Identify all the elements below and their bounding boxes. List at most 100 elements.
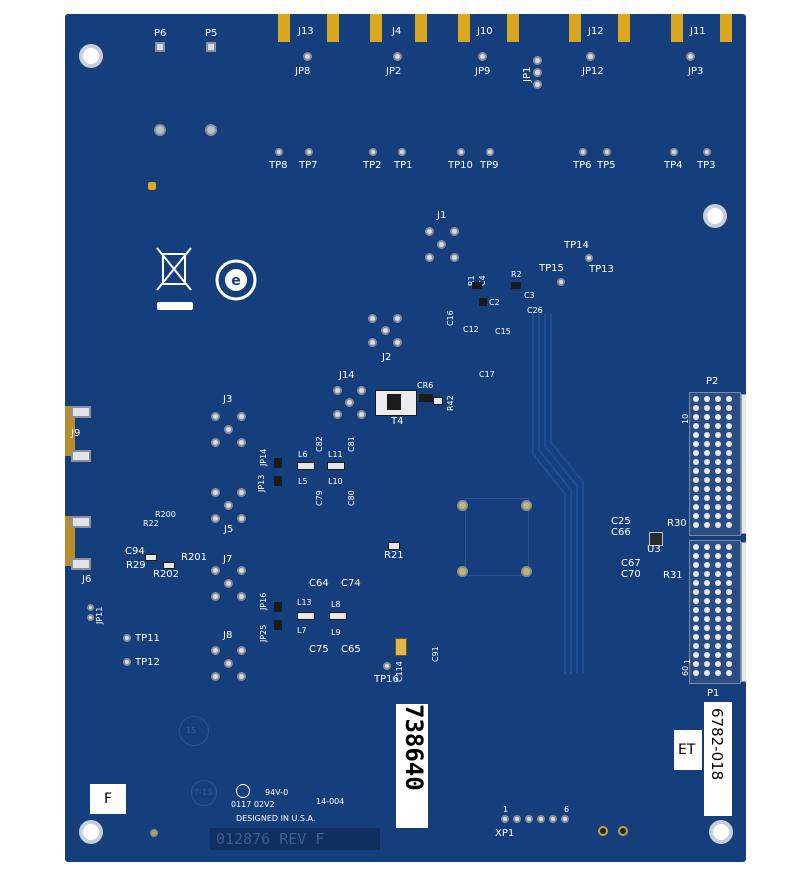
connector-label-j11: J11 xyxy=(690,26,706,37)
header-pin xyxy=(693,414,699,420)
label-c91: C91 xyxy=(431,646,440,662)
header-pin xyxy=(704,670,710,676)
label-r29: R29 xyxy=(126,560,146,571)
pad xyxy=(237,438,246,447)
header-pin xyxy=(726,571,732,577)
header-pin xyxy=(715,616,721,622)
test-point-pad xyxy=(579,148,587,156)
header-pin xyxy=(693,643,699,649)
header-pin xyxy=(715,562,721,568)
sma-connector-flange xyxy=(65,516,75,566)
edge-connector-tab xyxy=(720,14,732,42)
header-pin xyxy=(693,459,699,465)
pad xyxy=(205,124,217,136)
edge-connector-tab xyxy=(458,14,470,42)
pad xyxy=(598,826,608,836)
pad xyxy=(224,659,233,668)
jumper-pad xyxy=(478,52,487,61)
label-tp12: TP12 xyxy=(135,657,160,668)
edge-connector-tab xyxy=(618,14,630,42)
header-shroud-p1 xyxy=(741,542,746,682)
inductor xyxy=(327,462,345,470)
connector-label-j13: J13 xyxy=(298,26,314,37)
label-c82: C82 xyxy=(315,436,324,452)
test-point-pad xyxy=(369,148,377,156)
test-point-pad xyxy=(603,148,611,156)
header-pin xyxy=(704,504,710,510)
pad xyxy=(450,227,459,236)
label-c67: C67 xyxy=(621,558,641,569)
header-pin xyxy=(726,423,732,429)
label-l8: L8 xyxy=(331,600,341,609)
header-pin xyxy=(704,414,710,420)
pad xyxy=(211,412,220,421)
ic-chip xyxy=(649,532,663,546)
header-pin xyxy=(726,450,732,456)
pad xyxy=(154,124,166,136)
xp1-header xyxy=(501,815,571,825)
label-jp16: JP16 xyxy=(259,592,268,610)
header-pin xyxy=(693,598,699,604)
pad xyxy=(224,579,233,588)
header-pin xyxy=(693,580,699,586)
header-pin xyxy=(726,616,732,622)
header-pin xyxy=(704,571,710,577)
board-code: 14-004 xyxy=(316,797,345,806)
label-tp14: TP14 xyxy=(564,240,589,251)
pad xyxy=(457,500,468,511)
circle-mark xyxy=(179,716,209,746)
pad xyxy=(71,450,91,462)
edge-connector-tab xyxy=(671,14,683,42)
header-pin xyxy=(726,544,732,550)
ic-chip xyxy=(274,620,282,630)
label-j14: J14 xyxy=(339,370,355,381)
pad xyxy=(618,826,628,836)
label-p2: P2 xyxy=(706,376,719,387)
header-pin xyxy=(704,396,710,402)
label-l11: L11 xyxy=(328,450,343,459)
label-l7: L7 xyxy=(297,626,307,635)
header-pin xyxy=(715,522,721,528)
test-point-pad xyxy=(383,662,391,670)
header-pin xyxy=(726,661,732,667)
label-r30: R30 xyxy=(667,518,687,529)
header-pin xyxy=(726,414,732,420)
pad xyxy=(155,42,165,52)
label-r202: R202 xyxy=(153,569,180,580)
label-cr6: CR6 xyxy=(417,381,434,390)
header-pin xyxy=(715,513,721,519)
pad xyxy=(393,338,402,347)
label-xp1: XP1 xyxy=(495,828,515,839)
jumper-pad xyxy=(533,68,542,77)
label-u3: U3 xyxy=(647,544,661,555)
header-pin xyxy=(693,450,699,456)
label-c16: C16 xyxy=(446,310,455,326)
pad xyxy=(71,406,91,418)
circle-mark xyxy=(191,780,217,806)
jumper-pad xyxy=(686,52,695,61)
label-r200: R200 xyxy=(155,510,176,519)
jumper-pad xyxy=(533,56,542,65)
label-tp9: TP9 xyxy=(480,160,499,171)
circle-mark-text: 7-13 xyxy=(194,788,213,797)
header-pin xyxy=(715,625,721,631)
header-pin xyxy=(693,562,699,568)
label-tp13: TP13 xyxy=(589,264,614,275)
label-c65: C65 xyxy=(341,644,361,655)
xp1-pin xyxy=(549,815,557,823)
test-point-pad xyxy=(275,148,283,156)
mounting-hole xyxy=(703,204,727,228)
header-pin xyxy=(715,634,721,640)
pcb-board: J13 J4 J10 J12 J11 P6 P5 JP8 JP2 JP9 JP1… xyxy=(65,14,746,862)
xp1-pin xyxy=(513,815,521,823)
header-pin xyxy=(715,459,721,465)
header-pin xyxy=(704,562,710,568)
header-pin xyxy=(704,598,710,604)
header-pin xyxy=(704,661,710,667)
test-point-pad xyxy=(670,148,678,156)
serial-number: 012876 REV F xyxy=(216,830,325,848)
label-r201: R201 xyxy=(181,552,208,563)
edge-connector-tab xyxy=(278,14,290,42)
pad xyxy=(368,338,377,347)
pad xyxy=(237,412,246,421)
